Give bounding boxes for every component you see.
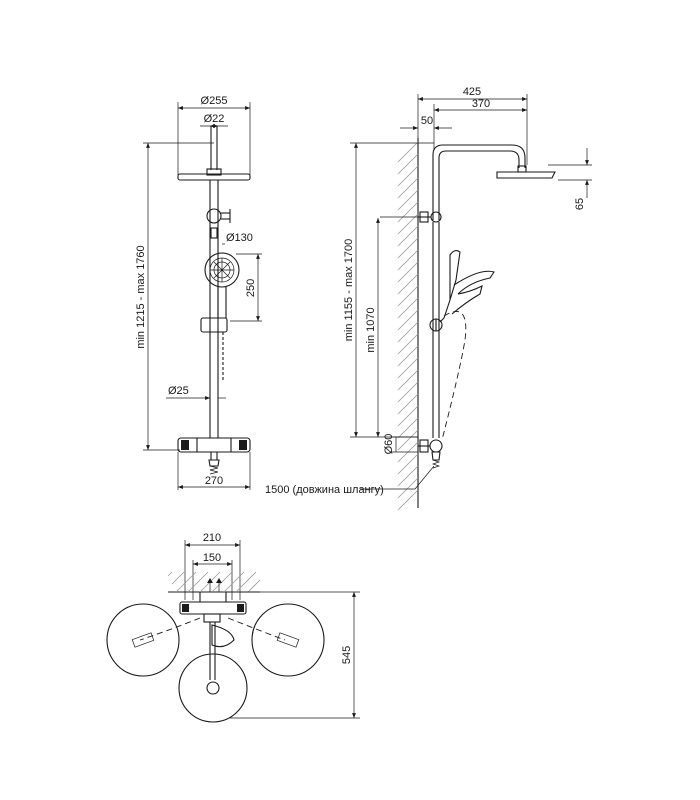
bar-height-label: min 1215 - max 1760 [135, 245, 147, 348]
top-view: 210 150 [106, 532, 360, 723]
head-top [178, 653, 248, 723]
holder-height-label: min 1070 [365, 307, 377, 352]
mixer-top [179, 601, 247, 615]
wall-offset-label: 50 [421, 115, 433, 127]
hand-shower-diameter-label: Ø130 [226, 232, 253, 244]
arm-reach-label: 425 [463, 86, 481, 98]
swing-right [251, 603, 325, 677]
wall-hatch [397, 138, 419, 511]
shower-head [177, 173, 251, 181]
head-diameter-label: Ø255 [201, 95, 228, 107]
hose-length-label: 1500 (довжина шлангу) [265, 484, 384, 496]
bar-diameter-label: Ø25 [168, 385, 189, 397]
mixer-width-label: 270 [205, 475, 223, 487]
hand-shower-side [449, 250, 461, 301]
hand-shower-height-label: 250 [245, 279, 257, 297]
diverter-knob [206, 208, 222, 224]
connection-centers-label: 150 [203, 552, 221, 564]
front-view: Ø255 Ø22 Ø130 [135, 95, 262, 490]
hand-shower [204, 252, 240, 288]
connection-span-label: 210 [203, 532, 221, 544]
swing-left [106, 603, 180, 677]
pipe-diameter-label: Ø22 [204, 113, 225, 125]
thermostatic-mixer [177, 437, 251, 453]
depth-label: 545 [341, 646, 353, 664]
slider-holder [200, 317, 228, 333]
head-height-label: 65 [574, 198, 586, 210]
connector-diameter-label: Ø60 [383, 434, 395, 455]
side-view: 425 370 50 65 [265, 86, 592, 511]
total-height-label: min 1155 - max 1700 [343, 239, 355, 342]
shower-head-side [496, 171, 556, 179]
head-offset-label: 370 [472, 98, 490, 110]
